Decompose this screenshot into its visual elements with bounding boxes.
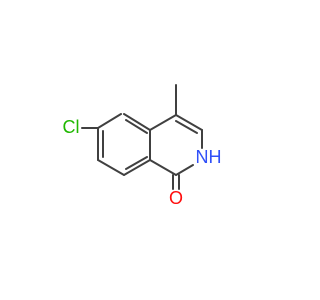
bond-c4-c3 (175, 114, 203, 131)
bond-c1-c8a (149, 159, 177, 176)
bond-c6-c5 (97, 113, 122, 129)
molecule-structure-diagram: Cl N H O (63, 84, 222, 208)
bond-c7-c8 (97, 159, 125, 176)
bond-c8-c8a-inner (125, 156, 148, 170)
bond-n2-c1 (175, 164, 194, 176)
oxygen-atom-label: O (169, 188, 183, 208)
bond-c4a-c4 (149, 114, 177, 131)
bond-c4a-c5-inner (125, 119, 148, 134)
chlorine-atom-label: Cl (63, 117, 80, 137)
bond-c8-c8a (123, 159, 151, 176)
nitrogen-atom-label: N (196, 147, 209, 167)
hydrogen-atom-label: H (209, 147, 222, 167)
bond-c4-c3-inner (175, 120, 198, 134)
bond-c4a-c5 (123, 113, 151, 131)
